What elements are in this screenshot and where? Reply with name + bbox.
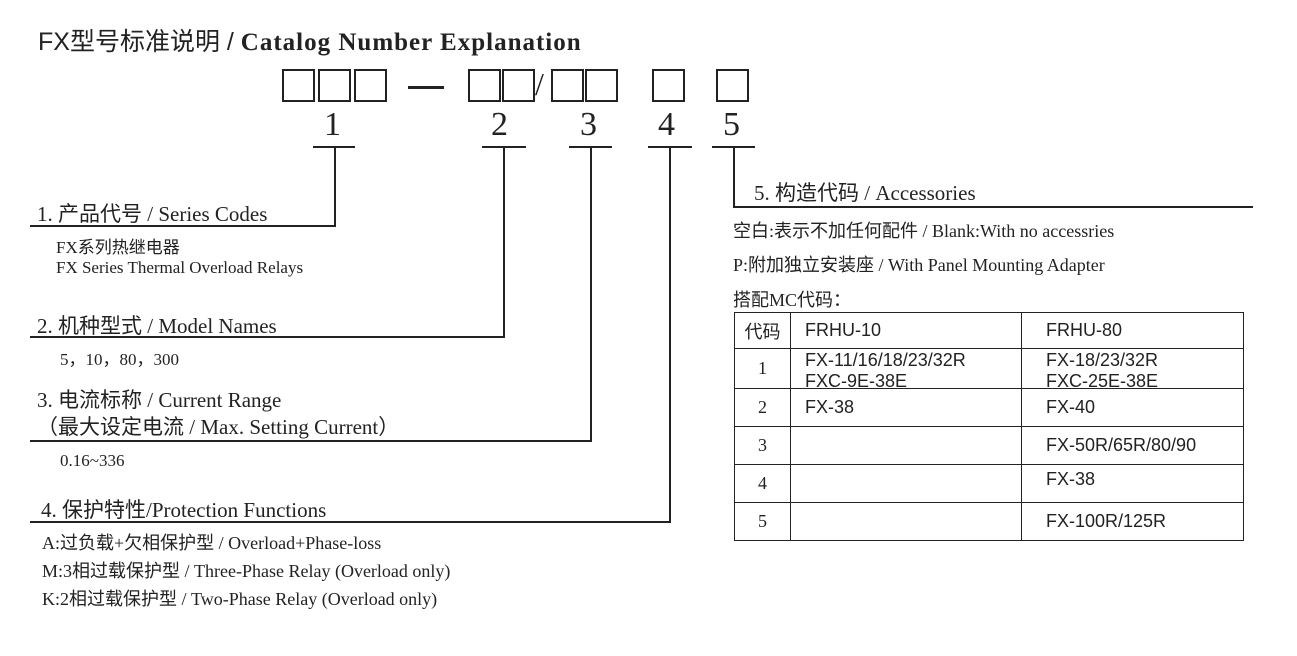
code-box xyxy=(282,69,315,102)
table-row: 5 FX-100R/125R xyxy=(734,502,1244,541)
code-slash: / xyxy=(535,66,544,102)
cell-line: FX-40 xyxy=(1046,397,1096,417)
section-4-option-k: K:2相过载保护型 / Two-Phase Relay (Overload on… xyxy=(42,589,438,609)
row-cell xyxy=(790,464,1022,503)
row-cell: FX-11/16/18/23/32R FXC-9E-38E xyxy=(790,348,1022,389)
code-box xyxy=(585,69,618,102)
mc-code-table: 代码 FRHU-10 FRHU-80 1 FX-11/16/18/23/32R … xyxy=(734,312,1244,541)
code-box xyxy=(318,69,351,102)
section-3-range: 0.16~336 xyxy=(60,451,125,470)
section-4-option-a: A:过负载+欠相保护型 / Overload+Phase-loss xyxy=(42,533,382,553)
cell-line: FX-50R/65R/80/90 xyxy=(1046,435,1197,455)
table-row: 1 FX-11/16/18/23/32R FXC-9E-38E FX-18/23… xyxy=(734,348,1244,389)
position-number-5: 5 xyxy=(723,106,740,143)
header-frhu-80: FRHU-80 xyxy=(1021,312,1244,349)
position-number-1: 1 xyxy=(324,106,341,143)
code-box xyxy=(502,69,535,102)
row-code: 5 xyxy=(734,502,791,541)
header-code: 代码 xyxy=(734,312,791,349)
section-2-heading: 2. 机种型式 / Model Names xyxy=(37,314,277,338)
row-cell: FX-40 xyxy=(1021,388,1244,427)
table-row: 4 FX-38 xyxy=(734,464,1244,503)
cell-line: FX-38 xyxy=(1046,469,1096,489)
position-number-3: 3 xyxy=(580,106,597,143)
page-title: FX型号标准说明 / Catalog Number Explanation xyxy=(38,22,582,58)
table-header-row: 代码 FRHU-10 FRHU-80 xyxy=(734,312,1244,349)
code-box xyxy=(354,69,387,102)
row-cell xyxy=(790,426,1022,465)
title-cn: FX型号标准说明 xyxy=(38,28,220,56)
table-row: 2 FX-38 FX-40 xyxy=(734,388,1244,427)
section-4-heading: 4. 保护特性/Protection Functions xyxy=(41,498,327,522)
title-separator: / xyxy=(219,28,241,56)
header-frhu-10: FRHU-10 xyxy=(790,312,1022,349)
table-row: 3 FX-50R/65R/80/90 xyxy=(734,426,1244,465)
row-code: 2 xyxy=(734,388,791,427)
section-1-line-en: FX Series Thermal Overload Relays xyxy=(56,258,304,277)
cell-line: FX-18/23/32R xyxy=(1046,350,1159,370)
row-code: 3 xyxy=(734,426,791,465)
position-number-2: 2 xyxy=(491,106,508,143)
section-3-heading: 3. 电流标称 / Current Range xyxy=(37,388,282,412)
cell-line: FXC-25E-38E xyxy=(1046,371,1159,388)
section-2-values: 5，10，80，300 xyxy=(60,350,179,369)
section-5-option-blank: 空白:表示不加任何配件 / Blank:With no accessries xyxy=(733,221,1115,241)
code-box xyxy=(468,69,501,102)
code-box xyxy=(716,69,749,102)
section-5-heading: 5. 构造代码 / Accessories xyxy=(754,181,976,205)
cell-line: FXC-9E-38E xyxy=(805,371,908,388)
row-cell: FX-38 xyxy=(1021,464,1244,503)
section-5-mc-label: 搭配MC代码： xyxy=(733,290,852,310)
section-1-heading: 1. 产品代号 / Series Codes xyxy=(37,202,268,226)
cell-line: FX-100R/125R xyxy=(1046,511,1167,531)
code-dash xyxy=(408,86,444,89)
row-code: 1 xyxy=(734,348,791,389)
row-cell: FX-38 xyxy=(790,388,1022,427)
row-cell xyxy=(790,502,1022,541)
row-cell: FX-50R/65R/80/90 xyxy=(1021,426,1244,465)
cell-line: FX-11/16/18/23/32R xyxy=(805,350,966,370)
row-cell: FX-100R/125R xyxy=(1021,502,1244,541)
code-box xyxy=(652,69,685,102)
row-code: 4 xyxy=(734,464,791,503)
cell-line: FX-38 xyxy=(805,397,855,417)
position-number-4: 4 xyxy=(658,106,675,143)
title-en: Catalog Number Explanation xyxy=(240,29,582,56)
section-5-option-p: P:附加独立安装座 / With Panel Mounting Adapter xyxy=(733,255,1105,275)
section-3-heading-sub: （最大设定电流 / Max. Setting Current） xyxy=(37,415,400,439)
row-cell: FX-18/23/32R FXC-25E-38E xyxy=(1021,348,1244,389)
section-4-option-m: M:3相过载保护型 / Three-Phase Relay (Overload … xyxy=(42,561,451,581)
section-1-line-cn: FX系列热继电器 xyxy=(56,238,180,257)
code-box xyxy=(551,69,584,102)
